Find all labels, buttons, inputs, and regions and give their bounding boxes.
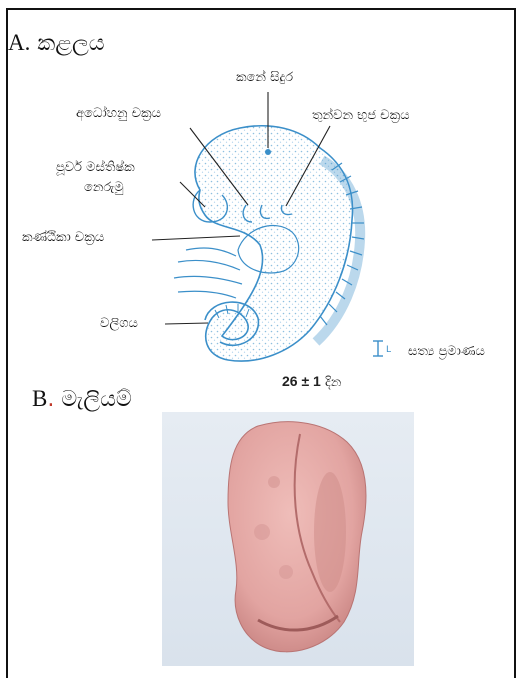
embryo-illustration: L [0, 0, 524, 400]
label-cardiac: කණ්ඨිකා චක්‍රය [22, 230, 104, 245]
section-b-title: B. මැලියම් [32, 386, 132, 412]
label-heart-bulge-1: පූර්ව මස්තිෂ්ක [56, 160, 135, 175]
scale-tick: L [386, 345, 391, 355]
label-pharyngeal-arch: තුන්වන භුජ චක්‍රය [312, 108, 410, 123]
label-tail: වලිගය [100, 316, 138, 331]
clay-model-photo [162, 412, 414, 666]
label-mandibular-arch: අධෝහනු චක්‍රය [76, 106, 161, 121]
label-heart-bulge-2: නෙරුමු [84, 180, 124, 195]
section-b-dot: . [47, 387, 54, 412]
section-b-letter: B [32, 386, 47, 411]
label-otic-pit: කනේ සිදුර [236, 70, 293, 85]
label-scale: සත්‍ය ප්‍රමාණය [408, 344, 485, 359]
days-value: 26 ± 1 [282, 373, 321, 389]
days-label: 26 ± 1 දින [282, 373, 341, 390]
clay-model-shape [162, 412, 414, 666]
section-b-text: මැලියම් [61, 387, 131, 412]
days-unit: දින [325, 375, 341, 390]
scale-bar [373, 341, 383, 356]
otic-pit-mark [265, 149, 271, 155]
stalk-lines [174, 248, 242, 298]
